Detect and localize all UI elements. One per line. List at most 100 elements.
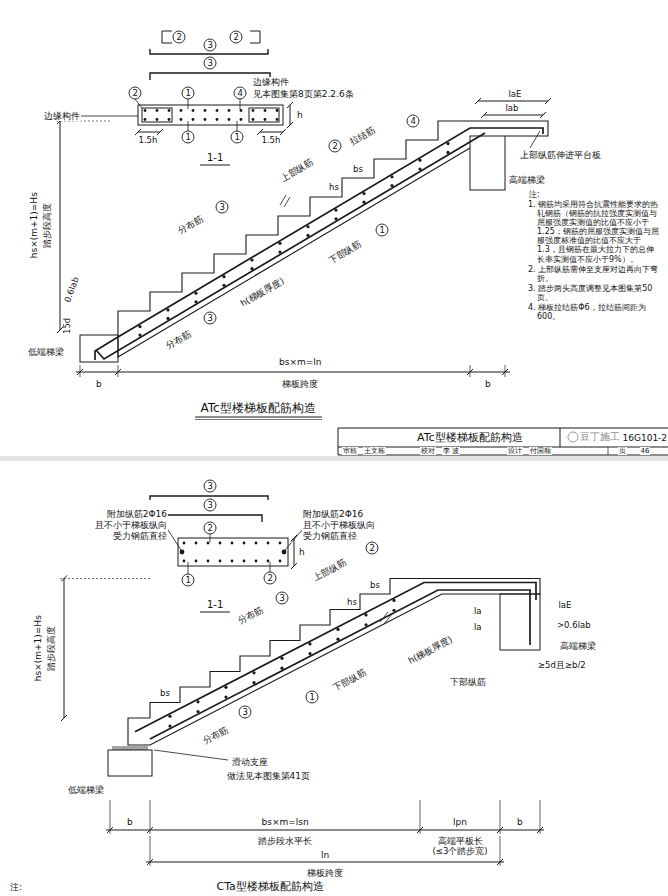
rebar-dot [264, 118, 267, 121]
section-title: 1-1 [206, 152, 224, 164]
rebar-dot [166, 308, 169, 311]
callout-circle [204, 480, 216, 492]
callout-circle [264, 572, 276, 584]
title-block-line [560, 428, 561, 447]
edge-member [142, 108, 172, 122]
dimension-tick [135, 129, 141, 135]
rebar-dot [195, 560, 198, 563]
callout-circle [407, 115, 419, 127]
note-text: 2. 上部纵筋需伸至支座对边再向下弯折。 [528, 265, 660, 283]
dimension-label: bs×m=ln [278, 357, 322, 367]
rebar-dot [216, 109, 219, 112]
rebar-dot [280, 667, 283, 670]
title-block-text: ATc型楼梯板配筋构造 [416, 432, 524, 445]
note-text: 4. 梯板拉结筋Φ6，拉结筋间距为600。 [528, 303, 660, 321]
dimension-tick [291, 563, 297, 569]
dimension-label: 踏步段水平长 [257, 836, 313, 846]
dimension-label: hs [328, 183, 340, 193]
rebar-dot [144, 118, 147, 121]
extension-line [60, 578, 150, 579]
rebar-bracket [250, 31, 260, 43]
rebar-dot [168, 109, 171, 112]
watermark: 豆丁施工 [579, 431, 621, 443]
dimension-label: h [296, 110, 304, 120]
callout-circle [366, 542, 378, 554]
rebar-dot [243, 560, 246, 563]
callout-number: 4 [238, 89, 243, 98]
callout-circle [173, 31, 185, 43]
rebar-dot [228, 118, 231, 121]
rebar-note: 附加纵筋2Φ16 且不小于梯板纵向 受力钢筋直径 [302, 509, 388, 541]
rebar-label: 下部纵筋 [449, 677, 487, 687]
dimension-tick [280, 129, 286, 135]
rebar-dot [308, 642, 311, 645]
dimension-label: b [484, 379, 492, 389]
callout-number: 3 [220, 203, 225, 212]
dimension-label: bs [159, 689, 171, 699]
callout-number: 1 [186, 133, 191, 142]
dimension-label: 梯板跨度 [281, 379, 319, 389]
callout-number: 4 [411, 117, 416, 126]
rebar-dot [280, 657, 283, 660]
dimension-label: b [516, 817, 524, 827]
reference-note: 见本图集第8页第2.2.6条 [252, 89, 355, 99]
drawing-caption: CTa型楼梯板配筋构造 [216, 881, 325, 894]
leader-line [188, 562, 189, 574]
watermark-icon [568, 432, 578, 442]
rebar-dot [204, 118, 207, 121]
title-block-cell: 校对 [420, 447, 436, 455]
callout-number: 2 [234, 33, 239, 42]
rebar-dot [216, 118, 219, 121]
dimension-tick [57, 327, 63, 333]
rebar-dot [243, 542, 246, 545]
caption-underline [195, 419, 322, 420]
break-mark [280, 195, 286, 205]
title-block-line [608, 447, 609, 455]
callout-number: 1 [186, 576, 191, 585]
rebar-dot [392, 609, 395, 612]
dimension-tick [481, 112, 487, 118]
dimension-label: h(梯板厚度) [237, 275, 286, 309]
rebar-label: 分布筋 [175, 213, 205, 236]
dimension-label: laE [558, 601, 573, 611]
caption-underline [195, 417, 322, 418]
extension-line [500, 800, 501, 834]
title-block-cell: 页 [618, 447, 627, 455]
dimension-line [290, 105, 291, 125]
callout-circle [231, 131, 243, 143]
rebar-dot [334, 217, 337, 220]
callout-number: 2 [268, 574, 273, 583]
dimension-tick [475, 98, 481, 104]
dimension-tick [61, 715, 67, 721]
rebar-bracket [162, 31, 172, 43]
stair-outline [150, 579, 540, 719]
extension-line [118, 365, 119, 377]
dimension-tick [540, 112, 546, 118]
section-underline [200, 165, 230, 166]
rebar-dot [264, 109, 267, 112]
rebar-label: 上部纵筋 [278, 156, 316, 184]
rebar-dot [194, 300, 197, 303]
rebar-dot [156, 109, 159, 112]
title-block-cell: 46 [640, 447, 651, 455]
rebar-dot [364, 613, 367, 616]
illustration [0, 31, 668, 866]
edge-member [249, 108, 279, 122]
rebar-dot [138, 325, 141, 328]
rebar-dot [250, 258, 253, 261]
leader-line [188, 99, 189, 109]
rebar-dot [224, 686, 227, 689]
callout-number: 2 [133, 89, 138, 98]
rebar-label: 分布筋 [200, 724, 230, 747]
rebar-dot [308, 652, 311, 655]
beam-label: 高端梯梁 [508, 175, 546, 185]
added-rebar [282, 550, 287, 555]
dimension-label: bs [352, 165, 364, 175]
rebar-dot [180, 109, 183, 112]
leader-line [270, 562, 271, 572]
rebar-dot [240, 118, 243, 121]
panel-separator [0, 456, 668, 461]
rebar-dot [168, 724, 171, 727]
callout-number: 3 [208, 59, 213, 68]
